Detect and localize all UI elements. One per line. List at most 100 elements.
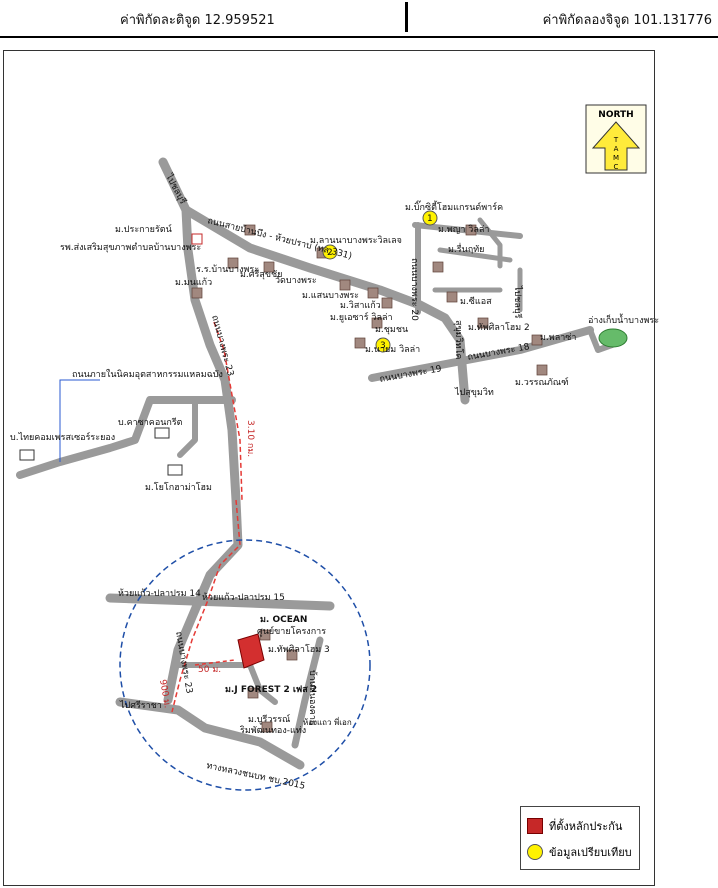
house-icon (286, 649, 298, 661)
lake-icon (598, 328, 628, 348)
label-to-sriracha: ไปศรีราชา (119, 700, 162, 711)
label-ocean-sub: ศูนย์ขายโครงการ (257, 625, 326, 637)
road-18-19 (368, 326, 594, 382)
label-thap2: ม.ทัพศิลาโฮม 2 (468, 322, 530, 333)
label-yokohama: ม.โยโกฮาม่าโฮม (145, 482, 212, 493)
east-branch (291, 636, 324, 749)
label-lake: อ่างเก็บน้ำบางพระ (588, 313, 659, 326)
highway-331 (181, 205, 470, 405)
label-distance-short: 50 ม. (198, 665, 221, 675)
label-bibi: ม.บูรีวรรณ์ (248, 713, 290, 725)
house-icon (531, 334, 543, 346)
north-letter: T (613, 136, 619, 144)
label-prakhai: ม.ประกายรัตน์ (115, 223, 172, 235)
north-arrow: NORTH T A M C (585, 104, 647, 174)
longitude-label: ค่าพิกัดลองจิจูด 101.131776 (542, 13, 712, 28)
side-road-3 (477, 217, 503, 269)
north-letter: A (614, 145, 619, 153)
label-sanbangpra: ม.แสนบางพระ (302, 291, 359, 301)
label-to-chonburi: ไปชลบุรี (163, 171, 188, 206)
house-icon (247, 687, 259, 699)
house-icon (367, 287, 379, 299)
label-road-18: ถนนบางพระ 18 (467, 342, 531, 363)
label-thap3: ม.ทัพศิลาโฮม 3 (268, 644, 330, 655)
label-wat: วัดบางพระ (275, 276, 317, 286)
label-bigcity: ม.บิ๊กซิตี้โฮมแกรนด์พาร์ค (405, 200, 503, 213)
label-ocean: ม. OCEAN (260, 615, 307, 625)
comparison-marker-1 (422, 210, 438, 226)
callout-line (59, 379, 100, 462)
marker-2-number: 2 (327, 248, 333, 258)
comparison-marker-3 (375, 337, 391, 353)
house-icon (536, 364, 548, 376)
hospital-icon (191, 233, 203, 245)
label-forest: ม.J FOREST 2 เฟส 2 (225, 684, 317, 695)
house-icon (339, 279, 351, 291)
label-fork-left: ห้วยแก้ว-ปลาปรม 14 (118, 588, 201, 599)
legend-row-comparison: ข้อมูลเปรียบเทียบ (527, 843, 632, 861)
label-plaza: ม.พลาซ่า (540, 333, 576, 343)
label-mon: ม.มนแก้ว (175, 277, 212, 288)
legend-red-swatch (527, 818, 543, 834)
label-distance-left: 900 ม. (157, 679, 172, 709)
label-siam: ม.ซีแอส (460, 296, 492, 307)
label-industrial-road: ถนนภายในนิคมอุตสาหกรรมแหลมฉบัง (72, 369, 223, 380)
label-ausa: ม.ยูเอซาร์ วิลล่า (330, 311, 393, 323)
coordinate-header: ค่าพิกัดละติจูด 12.959521 ค่าพิกัดลองจิจ… (0, 0, 718, 38)
north-letter: C (614, 163, 619, 171)
label-to-chon2: ไปชลบุรี (512, 285, 523, 319)
marker-3-number: 3 (380, 341, 386, 351)
house-icon (244, 224, 256, 236)
label-to-sukhumvit: ไปสุขุมวิท (454, 387, 494, 398)
legend-yellow-swatch (527, 844, 543, 860)
label-wisan: ม.วิสาแก้ว (340, 300, 381, 311)
label-ruen: ม.รื่นฤทัย (448, 242, 484, 255)
label-bibi-sub: ริมพัฒนทอง-แท่ง (240, 725, 306, 736)
map-frame (3, 50, 655, 886)
label-mansion: ม.วรรณภัณฑ์ (515, 376, 569, 388)
main-road-south (158, 157, 243, 705)
header-divider (405, 2, 408, 32)
house-icon (371, 317, 383, 329)
label-naim: ม.นายม วิลล่า (365, 344, 420, 355)
west-road (16, 396, 236, 479)
house-icon (446, 291, 458, 303)
label-lanna: ม.ลานนาบางพระวิลเลจ (310, 235, 402, 246)
factory-icon (167, 464, 183, 476)
house-icon (465, 224, 477, 236)
label-road-20: ถนนบางพระ 20 (409, 258, 419, 321)
vicinity-circle (119, 539, 371, 791)
marker-1-number: 1 (427, 214, 433, 224)
label-thai-factory: บ.ไทยคอมเพรสเซอร์ระยอง (10, 431, 115, 443)
north-arrow-icon (591, 121, 641, 171)
label-school: ร.ร.บ้านบางพระ (196, 264, 259, 275)
house-icons (191, 224, 548, 733)
label-srisuk: ม.ศรีสุขชัย (240, 269, 282, 280)
house-icon (432, 261, 444, 273)
label-shophouse: ห้องแถว พี่เอก (303, 716, 352, 727)
map-legend: ที่ตั้งหลักประกัน ข้อมูลเปรียบเทียบ (520, 806, 640, 870)
north-title: NORTH (598, 110, 633, 120)
factory-icon (19, 449, 35, 461)
route-to-property (171, 499, 241, 713)
label-kasem: บ.คาซาคอนกรีต (118, 417, 183, 428)
house-icon (354, 337, 366, 349)
factory-icon (154, 427, 170, 439)
label-health-center: รพ.ส่งเสริมสุขภาพตำบลบ้านบางพระ (60, 242, 201, 253)
property-marker (237, 633, 265, 669)
label-phaya: ม.พญา วิลล่า (438, 224, 489, 235)
legend-row-property: ที่ตั้งหลักประกัน (527, 817, 622, 835)
legend-comparison-label: ข้อมูลเปรียบเทียบ (549, 846, 632, 859)
legend-property-label: ที่ตั้งหลักประกัน (549, 820, 623, 833)
house-icon (263, 261, 275, 273)
latitude-label: ค่าพิกัดละติจูด 12.959521 (120, 13, 275, 28)
route-north (213, 321, 243, 501)
label-chumchon: ม.ชุมชน (375, 325, 408, 335)
comparison-marker-2 (322, 244, 338, 260)
house-icon (261, 721, 273, 733)
house-icon (259, 629, 271, 641)
factory-road (177, 399, 198, 458)
label-fork-right: ห้วยแก้ว-ปลาปรม 15 (202, 592, 285, 603)
house-icon (477, 317, 489, 329)
